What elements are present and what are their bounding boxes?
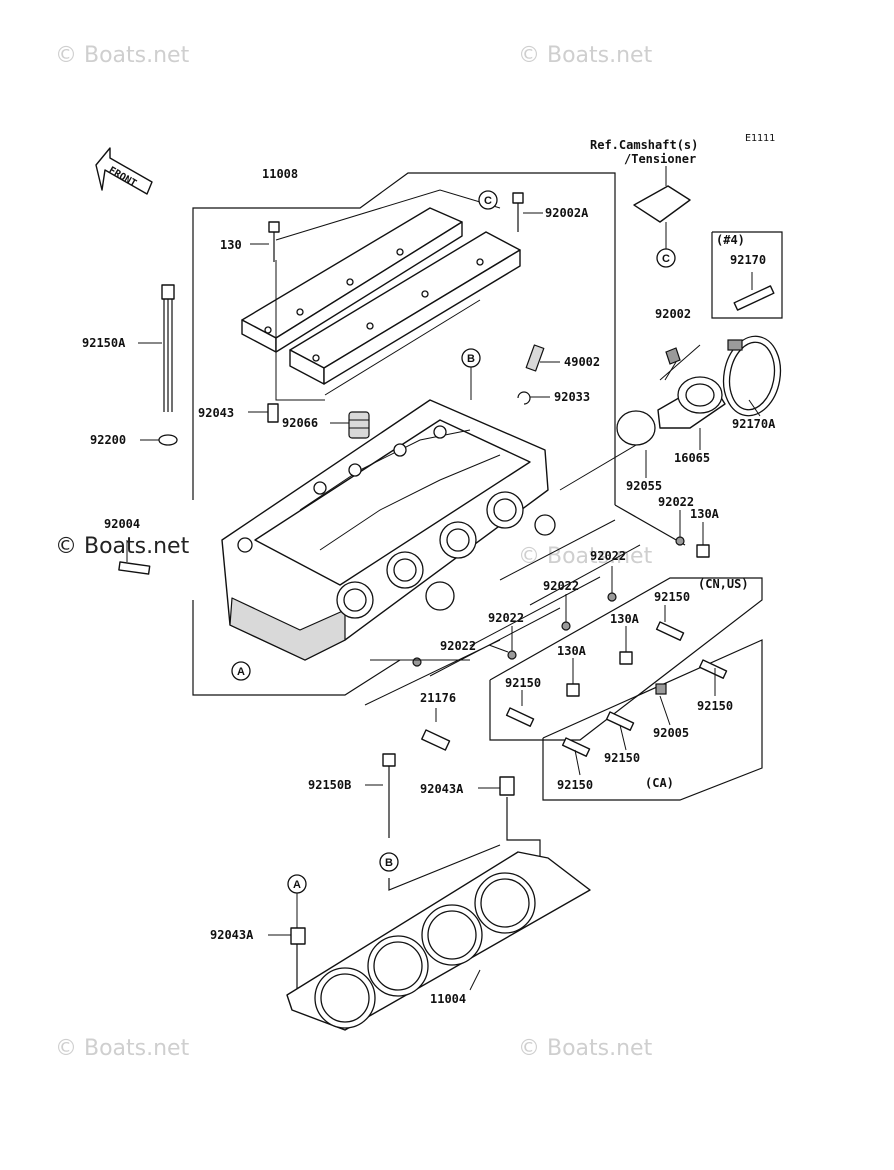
- label-92043A-lower: 92043A: [210, 928, 254, 942]
- label-21176: 21176: [420, 691, 456, 705]
- label-92022-b: 92022: [590, 549, 626, 563]
- label-92150B: 92150B: [308, 778, 351, 792]
- watermark-bottom-right: © Boats.net: [518, 1036, 653, 1061]
- label-92150-d: 92150: [604, 751, 640, 765]
- holder-16065: [657, 344, 726, 429]
- watermark-middle-left: © Boats.net: [55, 534, 190, 559]
- circlip-92033: [517, 391, 531, 405]
- ref-c-bracket: C: [662, 253, 670, 265]
- grommet-92066: [348, 411, 370, 439]
- sensor-21176: [421, 708, 451, 751]
- label-92022-c: 92022: [543, 579, 579, 593]
- bolt-92150A: [161, 284, 175, 412]
- label-92043A-upper: 92043A: [420, 782, 464, 796]
- label-92004: 92004: [104, 517, 140, 531]
- watermark-top-right: © Boats.net: [518, 43, 653, 68]
- washer-92200: [158, 434, 178, 446]
- label-92002A: 92002A: [545, 206, 589, 220]
- camshaft-caps: [241, 189, 521, 401]
- label-92002: 92002: [655, 307, 691, 321]
- ref-a-lower: A: [293, 879, 301, 891]
- label-92150-e: 92150: [557, 778, 593, 792]
- stud-92004: [118, 561, 151, 575]
- label-92005: 92005: [653, 726, 689, 740]
- label-92022-d: 92022: [488, 611, 524, 625]
- label-16065: 16065: [674, 451, 710, 465]
- label-92066: 92066: [282, 416, 318, 430]
- label-92150-b: 92150: [505, 676, 541, 690]
- dowel-92043A-upper: [499, 776, 515, 796]
- o-ring-92055: [616, 410, 656, 446]
- cylinder-head: [221, 399, 556, 661]
- head-group-bracket: [192, 172, 686, 696]
- watermarks: © Boats.net © Boats.net © Boats.net © Bo…: [55, 43, 653, 1061]
- ref-b-upper: B: [467, 353, 475, 365]
- label-92022-a: 92022: [658, 495, 694, 509]
- bolts-130A: [566, 544, 710, 697]
- tensioner-ref-bracket: [633, 166, 691, 250]
- label-92200: 92200: [90, 433, 126, 447]
- label-92150A: 92150A: [82, 336, 126, 350]
- dowel-92043A-lower: [290, 927, 306, 945]
- dowel-92043: [267, 403, 279, 423]
- label-11004: 11004: [430, 992, 466, 1006]
- leader-lines: [364, 519, 641, 706]
- head-gasket-11004: [286, 851, 591, 1031]
- studs-92150: [505, 621, 728, 757]
- label-92033: 92033: [554, 390, 590, 404]
- ref-a-upper: A: [237, 666, 245, 678]
- label-130: 130: [220, 238, 242, 252]
- gasket-bracket: [296, 797, 541, 990]
- screw-92170: [733, 285, 775, 311]
- part-49002: [525, 344, 545, 372]
- watermark-bottom-left: © Boats.net: [55, 1036, 190, 1061]
- ref-b-lower: B: [385, 857, 393, 869]
- bolt-130: [268, 221, 280, 262]
- label-leaders: [126, 212, 761, 991]
- clamp-92170A: [722, 335, 782, 417]
- label-130A-a: 130A: [690, 507, 720, 521]
- label-92170: 92170: [730, 253, 766, 267]
- note-cn-us: (CN,US): [698, 577, 749, 591]
- ref-c-top: C: [484, 195, 492, 207]
- watermark-top-left: © Boats.net: [55, 43, 190, 68]
- diagram-code: E1111: [745, 133, 775, 144]
- bolt-92150B: [382, 753, 396, 838]
- label-92150-a: 92150: [654, 590, 690, 604]
- label-92150-c: 92150: [697, 699, 733, 713]
- note-count4: (#4): [716, 233, 745, 247]
- label-130A-c: 130A: [557, 644, 587, 658]
- label-92055: 92055: [626, 479, 662, 493]
- part-labels: 11008 130 92150A 92043 92066 92200 92004…: [82, 138, 776, 1006]
- label-49002: 49002: [564, 355, 600, 369]
- ref-note-line2: /Tensioner: [624, 152, 696, 166]
- ref-note-line1: Ref.Camshaft(s): [590, 138, 698, 152]
- label-92170A: 92170A: [732, 417, 776, 431]
- front-arrow-icon: FRONT: [95, 147, 153, 195]
- label-11008: 11008: [262, 167, 298, 181]
- box-ca: [542, 639, 763, 801]
- bracket-count4: [711, 231, 783, 319]
- label-92043: 92043: [198, 406, 234, 420]
- watermark-middle-right: © Boats.net: [518, 544, 653, 569]
- plugs-92022: [412, 536, 685, 667]
- label-130A-b: 130A: [610, 612, 640, 626]
- label-92022-e: 92022: [440, 639, 476, 653]
- ref-circles: C C B A B A: [231, 190, 676, 894]
- bolt-92002A: [512, 192, 524, 232]
- note-ca: (CA): [645, 776, 674, 790]
- box-cn-us: [489, 577, 763, 741]
